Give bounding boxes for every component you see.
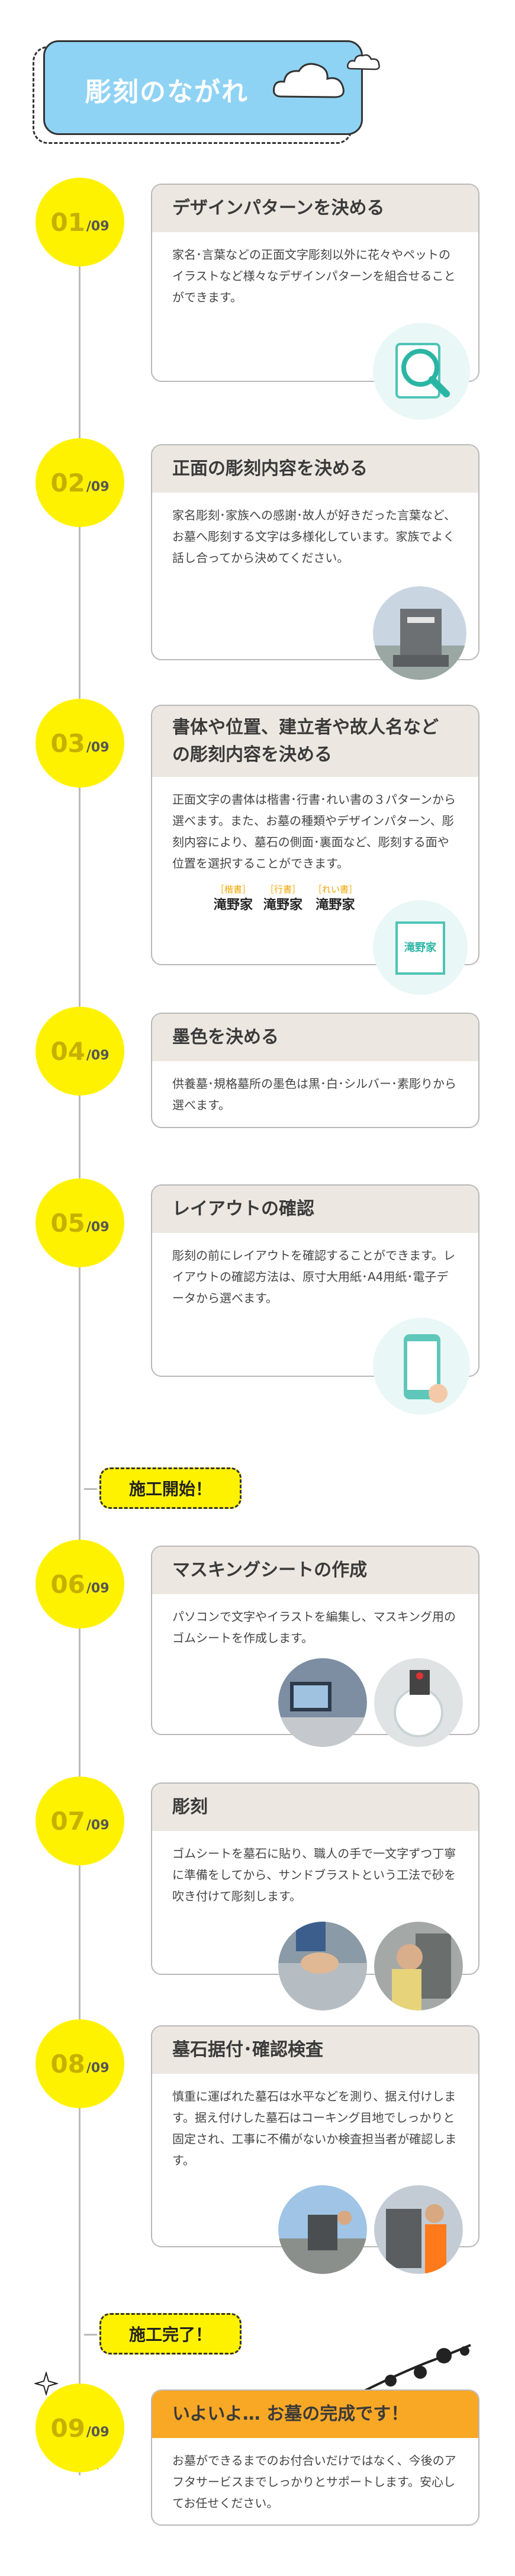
installation-photo [278,2185,367,2274]
step-number: 09 [50,2413,85,2443]
step-number-circle: 09/09 [36,2384,124,2472]
plum-blossom-icon [360,2344,471,2394]
step-title: レイアウトの確認 [152,1186,478,1233]
step-body: 供養墓･規格墓所の墨色は黒･白･シルバー･素彫りから選べます。 [172,1077,456,1112]
computer-work-photo [278,1658,367,1747]
step-title: デザインパターンを決める [152,185,478,232]
step-number: 05 [50,1208,85,1238]
font-sample: 滝野家 [316,897,355,913]
step-number-circle: 06/09 [36,1540,124,1629]
sign-text: 滝野家 [404,942,436,954]
step-number: 04 [50,1036,85,1066]
step-body: 彫刻の前にレイアウトを確認することができます。レイアウトの確認方法は、原寸大用紙… [172,1248,455,1305]
page-title: 彫刻のながれ [85,77,249,107]
sign-icon [395,921,445,975]
font-label: ［れい書］ [313,884,358,895]
step-number: 08 [50,2049,85,2079]
step-title-line2: の彫刻内容を決める [172,744,332,765]
construction-complete-badge: 施工完了！ [99,2313,242,2355]
step-total: /09 [86,219,110,234]
step-title: 書体や位置、建立者や故人名など の彫刻内容を決める [152,706,478,777]
sandblast-worker-photo [374,1922,463,2010]
cloud-icon [273,63,345,98]
badge-connector [84,1488,97,1490]
step-body-text: 正面文字の書体は楷書･行書･れい書の３パターンから選べます。また、お墓の種類やデ… [172,792,456,871]
step-title: 墨色を決める [152,1014,478,1061]
step-number-circle: 04/09 [36,1007,124,1096]
step-total: /09 [86,1817,110,1833]
timeline-line [79,178,81,2475]
step-number-circle: 02/09 [36,438,124,527]
step-total: /09 [86,1581,110,1596]
step-total: /09 [86,1219,110,1235]
font-sample-gyosho: ［行書］ 滝野家 [263,884,302,914]
smartphone-icon [373,1318,470,1415]
step-title-line1: 書体や位置、建立者や故人名など [172,717,439,738]
engraving-hands-photo [278,1922,367,2010]
font-sample: 滝野家 [263,897,303,913]
design-search-icon [373,323,470,420]
step-card: いよいよ… お墓の完成です！ お墓ができるまでのお付合いだけではなく、今後のアフ… [151,2389,479,2526]
font-samples: ［楷書］ 滝野家 ［行書］ 滝野家 ［れい書］ 滝野家 [214,884,458,914]
step-title: 墓石据付･確認検査 [152,2026,478,2074]
inspection-photo [374,2185,463,2274]
font-sample-kaisho: ［楷書］ 滝野家 [214,884,253,914]
step-number-circle: 03/09 [36,699,124,788]
gravestone-photo [373,586,466,680]
step-title: 彫刻 [152,1784,478,1831]
step-body: ゴムシートを墓石に貼り、職人の手で一文字ずつ丁寧に準備をしてから、サンドブラスト… [172,1846,456,1903]
step-body: 正面文字の書体は楷書･行書･れい書の３パターンから選べます。また、お墓の種類やデ… [152,777,478,926]
step-body: お墓ができるまでのお付合いだけではなく、今後のアフタサービスまでしっかりとサポー… [172,2453,456,2510]
font-sample: 滝野家 [214,897,253,913]
step-number: 01 [50,207,85,237]
sparkle-icon [34,2372,58,2395]
step-number-circle: 01/09 [36,178,124,266]
step-number-circle: 05/09 [36,1178,124,1267]
font-label: ［行書］ [265,884,301,895]
font-sample-reisho: ［れい書］ 滝野家 [313,884,358,914]
step-number: 02 [50,468,85,497]
step-total: /09 [86,479,110,494]
step-card: 墨色を決める 供養墓･規格墓所の墨色は黒･白･シルバー･素彫りから選べます。 [151,1013,479,1128]
step-number-circle: 07/09 [36,1777,124,1865]
step-body: パソコンで文字やイラストを編集し、マスキング用のゴムシートを作成します。 [172,1610,456,1645]
step-card: 正面の彫刻内容を決める 家名彫刻･家族への感謝･故人が好きだった言葉など、お墓へ… [151,444,479,660]
step-body: 家名彫刻･家族への感謝･故人が好きだった言葉など、お墓へ彫刻する文字は多様化して… [172,508,456,565]
step-number: 03 [50,728,85,758]
step-total: /09 [86,740,110,755]
step-card: デザインパターンを決める 家名･言葉などの正面文字彫刻以外に花々やペットのイラス… [151,184,479,382]
cloud-small-icon [346,54,380,70]
step-total: /09 [86,1048,110,1063]
step-number: 07 [50,1806,85,1836]
step-title: いよいよ… お墓の完成です！ [152,2391,478,2438]
font-label: ［楷書］ [215,884,252,895]
step-card: 書体や位置、建立者や故人名など の彫刻内容を決める 正面文字の書体は楷書･行書･… [151,705,479,965]
step-body: 慎重に運ばれた墓石は水平などを測り、据え付けします。据え付けした墓石はコーキング… [172,2089,457,2167]
rubber-sheet-photo [374,1658,463,1747]
step-total: /09 [86,2424,110,2440]
step-title: 正面の彫刻内容を決める [152,445,478,493]
step-total: /09 [86,2060,110,2076]
step-number: 06 [50,1569,85,1599]
step-card: レイアウトの確認 彫刻の前にレイアウトを確認することができます。レイアウトの確認… [151,1184,479,1377]
construction-start-badge: 施工開始！ [99,1467,242,1509]
step-number-circle: 08/09 [36,2019,124,2108]
step-body: 家名･言葉などの正面文字彫刻以外に花々やペットのイラストなど様々なデザインパター… [172,248,456,304]
section-header: 彫刻のながれ [33,40,380,147]
step-title: マスキングシートの作成 [152,1547,478,1594]
badge-connector [84,2334,97,2336]
name-sign-illustration: 滝野家 [373,900,468,995]
